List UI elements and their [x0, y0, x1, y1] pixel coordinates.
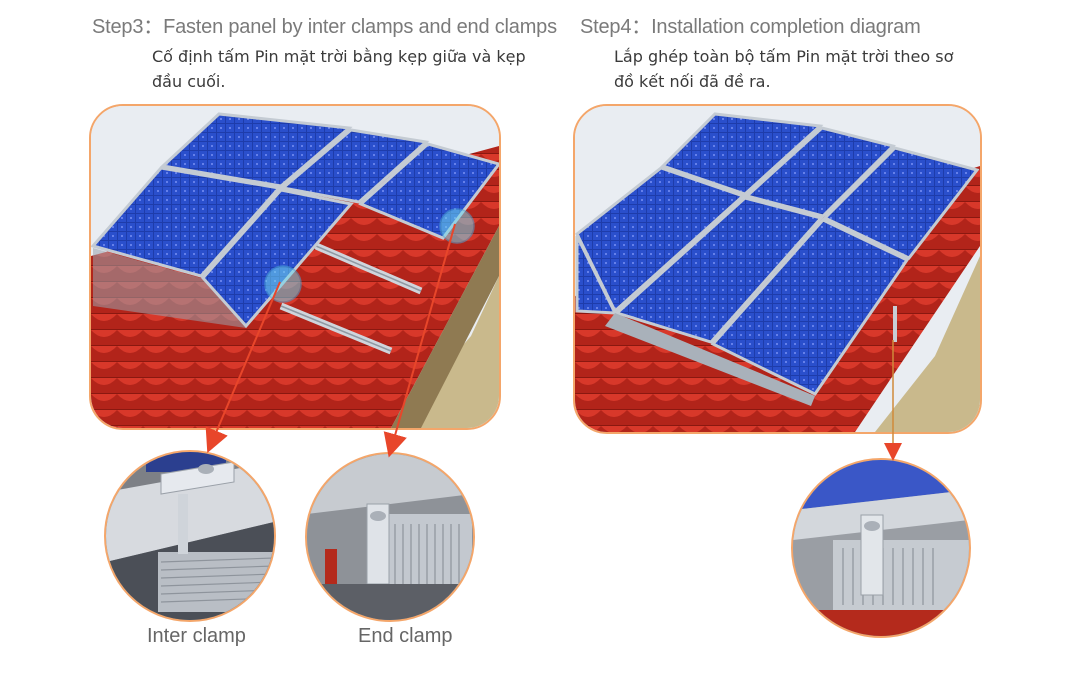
end-clamp-highlight [439, 208, 475, 244]
step4-description-line1: Lắp ghép toàn bộ tấm Pin mặt trời theo s… [614, 47, 954, 66]
step3-roof-illustration [89, 104, 501, 430]
solar-panels [575, 112, 980, 406]
step4-roof-svg [575, 106, 980, 432]
completion-clamp-detail [791, 458, 971, 638]
inter-clamp-highlight [264, 265, 302, 303]
roof-underside [91, 276, 499, 428]
step3-description-line1: Cố định tấm Pin mặt trời bằng kẹp giữa v… [152, 47, 526, 66]
solar-panels [91, 112, 499, 329]
clamp-body [860, 514, 884, 596]
step3-roof-svg [91, 106, 499, 428]
step4-roof-illustration [573, 104, 982, 434]
step3-description: Cố định tấm Pin mặt trời bằng kẹp giữa v… [152, 44, 572, 94]
step3-description-line2: đầu cuối. [152, 72, 226, 91]
step4-title: Step4：Installation completion diagram [580, 16, 921, 38]
end-clamp-caption: End clamp [358, 625, 453, 647]
step4-description-line2: đồ kết nối đã đề ra. [614, 72, 771, 91]
inter-clamp-detail [104, 450, 276, 622]
step4-description: Lắp ghép toàn bộ tấm Pin mặt trời theo s… [614, 44, 1014, 94]
inter-clamp-caption: Inter clamp [147, 625, 246, 647]
step3-title: Step3：Fasten panel by inter clamps and e… [92, 16, 557, 38]
end-clamp-detail [305, 452, 475, 622]
roof-underside [575, 256, 980, 432]
